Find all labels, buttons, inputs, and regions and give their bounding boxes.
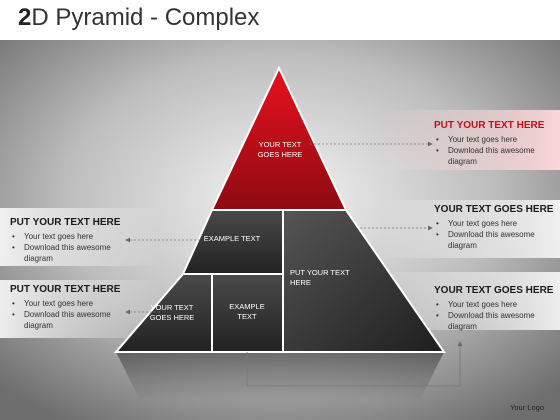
- pyramid-bottom-mid-segment[interactable]: [211, 273, 284, 353]
- callout-right-bottom: YOUR TEXT GOES HERE Your text goes here …: [434, 285, 558, 332]
- connector-bottom-loop: [246, 341, 463, 387]
- diagram-stage: YOUR TEXT GOES HERE EXAMPLE TEXT PUT YOU…: [0, 40, 560, 420]
- slide-title: 2D Pyramid - Complex: [18, 4, 259, 32]
- callout-bullets: Your text goes here Download this awesom…: [10, 298, 140, 331]
- pyramid-bottom-mid-label: EXAMPLE TEXT: [229, 302, 265, 322]
- callout-bullets: Your text goes here Download this awesom…: [434, 134, 558, 167]
- callout-heading: PUT YOUR TEXT HERE: [10, 284, 121, 295]
- bullet-item: Your text goes here: [10, 298, 140, 309]
- callout-bullets: Your text goes here Download this awesom…: [10, 231, 140, 264]
- bullet-item: Your text goes here: [434, 218, 558, 229]
- title-rest: D Pyramid - Complex: [31, 4, 260, 31]
- callout-left-bottom: PUT YOUR TEXT HERE Your text goes here D…: [10, 284, 140, 331]
- bullet-item: Your text goes here: [434, 299, 558, 310]
- callout-heading: YOUR TEXT GOES HERE: [434, 204, 554, 215]
- callout-bullets: Your text goes here Download this awesom…: [434, 299, 558, 332]
- pyramid-top-label: YOUR TEXT GOES HERE: [257, 140, 303, 160]
- callout-left-top: PUT YOUR TEXT HERE Your text goes here D…: [10, 217, 140, 264]
- callout-heading: PUT YOUR TEXT HERE: [10, 217, 121, 228]
- callout-bullets: Your text goes here Download this awesom…: [434, 218, 558, 251]
- bullet-item: Download this awesome diagram: [434, 145, 558, 167]
- bullet-item: Download this awesome diagram: [10, 309, 140, 331]
- callout-heading: YOUR TEXT GOES HERE: [434, 285, 554, 296]
- bullet-item: Your text goes here: [434, 134, 558, 145]
- bullet-item: Download this awesome diagram: [10, 242, 140, 264]
- bullet-item: Download this awesome diagram: [434, 229, 558, 251]
- bullet-item: Download this awesome diagram: [434, 310, 558, 332]
- title-bar: 2D Pyramid - Complex: [0, 0, 560, 40]
- pyramid-right-label: PUT YOUR TEXT HERE: [290, 268, 350, 288]
- title-lead: 2: [18, 4, 32, 31]
- pyramid-reflection: [116, 352, 444, 400]
- pyramid-middle-left-label: EXAMPLE TEXT: [203, 234, 261, 243]
- pyramid-bottom-left-label: YOUR TEXT GOES HERE: [149, 303, 195, 323]
- callout-right-mid: YOUR TEXT GOES HERE Your text goes here …: [434, 204, 558, 251]
- bullet-item: Your text goes here: [10, 231, 140, 242]
- callout-right-top: PUT YOUR TEXT HERE Your text goes here D…: [434, 120, 558, 167]
- logo-text: Your Logo: [510, 403, 544, 412]
- callout-heading: PUT YOUR TEXT HERE: [434, 120, 545, 131]
